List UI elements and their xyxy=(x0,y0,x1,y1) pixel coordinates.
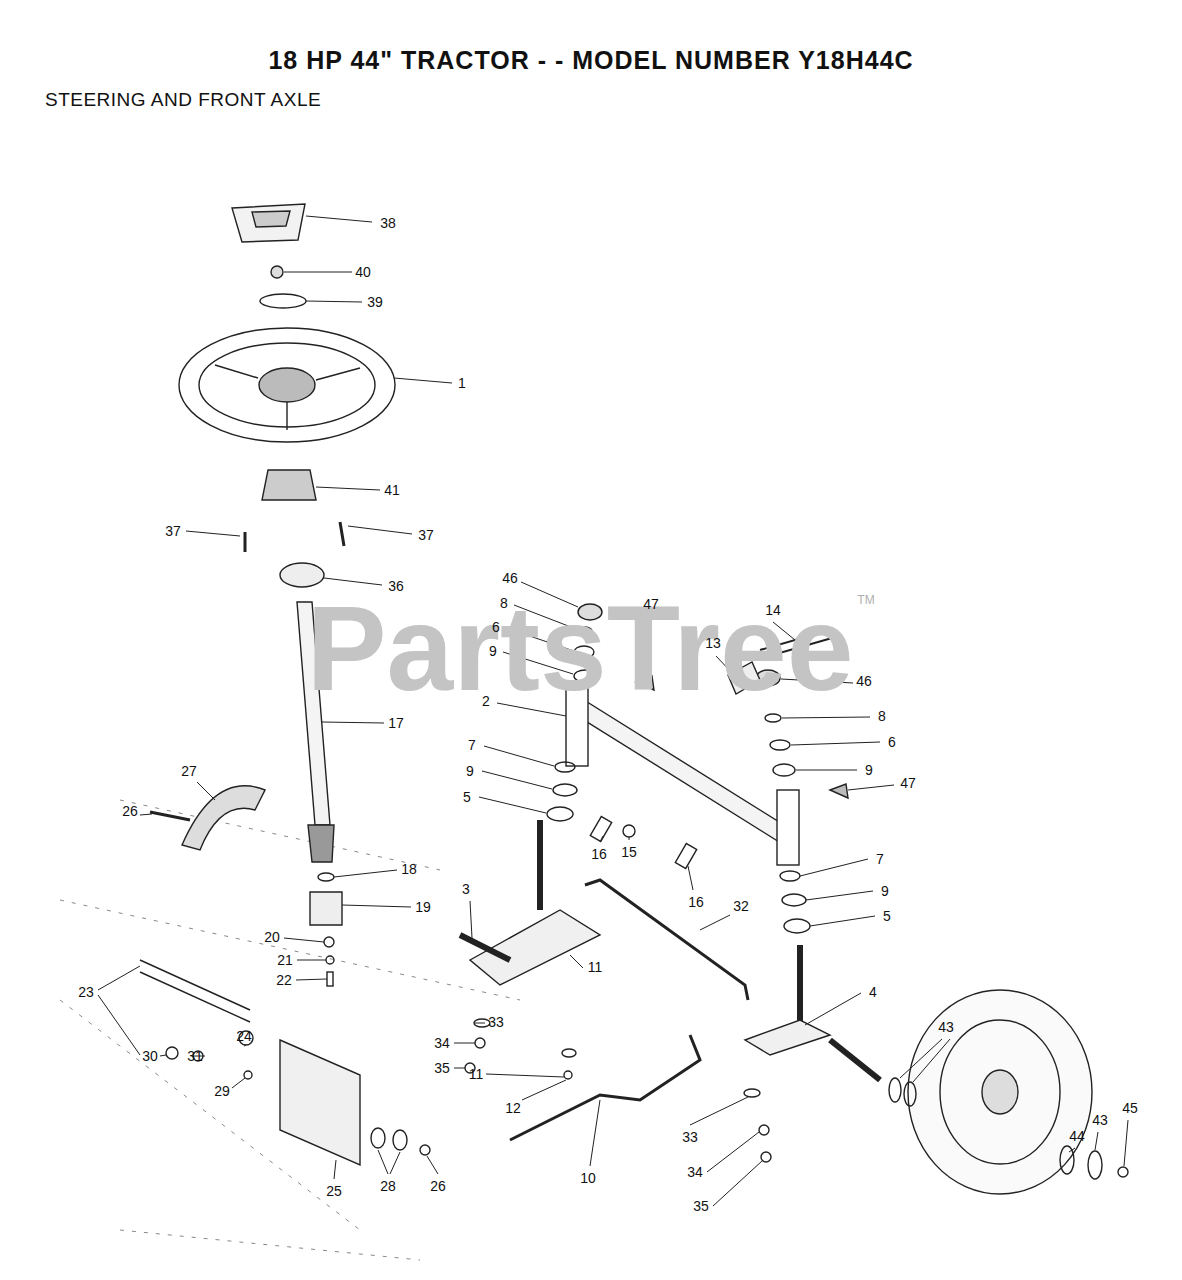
callout-number: 7 xyxy=(467,737,477,753)
nut xyxy=(420,1145,430,1155)
callout-number: 14 xyxy=(764,602,782,618)
bolts xyxy=(245,522,344,552)
front-axle xyxy=(568,690,792,850)
callout-number: 22 xyxy=(275,972,293,988)
callout-number: 29 xyxy=(213,1083,231,1099)
callout-number: 33 xyxy=(681,1129,699,1145)
plate xyxy=(280,1040,360,1165)
callout-number: 8 xyxy=(499,595,509,611)
callout-number: 9 xyxy=(864,762,874,778)
bracket xyxy=(310,892,342,925)
callout-number: 9 xyxy=(488,643,498,659)
washer xyxy=(393,1130,407,1150)
nut xyxy=(271,266,283,278)
bolt xyxy=(327,972,333,986)
callout-number: 15 xyxy=(620,844,638,860)
callout-number: 18 xyxy=(400,861,418,877)
callout-number: 9 xyxy=(465,763,475,779)
callout-number: 39 xyxy=(366,294,384,310)
shaft xyxy=(150,812,190,820)
nut xyxy=(244,1071,252,1079)
callout-number: 1 xyxy=(457,375,467,391)
washer xyxy=(318,873,334,881)
callout-number: 13 xyxy=(704,635,722,651)
callout-number: 46 xyxy=(501,570,519,586)
callout-number: 31 xyxy=(186,1048,204,1064)
cap-top xyxy=(252,211,290,227)
washer xyxy=(326,956,334,964)
illustration xyxy=(60,204,1128,1260)
callout-number: 46 xyxy=(855,673,873,689)
callout-number: 9 xyxy=(880,883,890,899)
sector-gear xyxy=(182,786,265,850)
washer xyxy=(166,1047,178,1059)
callout-number: 8 xyxy=(877,708,887,724)
callout-number: 37 xyxy=(164,523,182,539)
callout-number: 6 xyxy=(491,619,501,635)
callout-number: 43 xyxy=(937,1019,955,1035)
callout-number: 34 xyxy=(433,1035,451,1051)
callout-number: 35 xyxy=(692,1198,710,1214)
callout-number: 5 xyxy=(462,789,472,805)
washer xyxy=(260,294,306,308)
callout-number: 28 xyxy=(379,1178,397,1194)
callout-number: 47 xyxy=(642,596,660,612)
axle-boss xyxy=(777,790,799,865)
callout-number: 26 xyxy=(429,1178,447,1194)
callout-number: 30 xyxy=(141,1048,159,1064)
callout-number: 3 xyxy=(461,881,471,897)
callout-number: 16 xyxy=(590,846,608,862)
callout-number: 40 xyxy=(354,264,372,280)
callout-number: 45 xyxy=(1121,1100,1139,1116)
callout-number: 34 xyxy=(686,1164,704,1180)
callout-number: 47 xyxy=(899,775,917,791)
callout-number: 6 xyxy=(887,734,897,750)
wheel-hub xyxy=(259,368,315,402)
wheel-spokes xyxy=(215,365,360,430)
callout-number: 37 xyxy=(417,527,435,543)
cap xyxy=(232,204,305,242)
adapter xyxy=(262,470,316,500)
steering-wheel xyxy=(179,328,395,442)
callout-number: 16 xyxy=(687,894,705,910)
callout-number: 11 xyxy=(468,1066,485,1082)
callout-number: 32 xyxy=(732,898,750,914)
callout-number: 21 xyxy=(276,952,294,968)
leader-lines xyxy=(98,216,1128,1206)
washer xyxy=(324,937,334,947)
callout-number: 20 xyxy=(263,929,281,945)
bushing xyxy=(280,563,324,587)
pinion xyxy=(308,825,334,862)
callout-number: 5 xyxy=(882,908,892,924)
callout-number: 36 xyxy=(387,578,405,594)
callout-number: 17 xyxy=(387,715,405,731)
callout-number: 25 xyxy=(325,1183,343,1199)
washer xyxy=(371,1128,385,1148)
callout-number: 19 xyxy=(414,899,432,915)
drag-shaft xyxy=(140,960,250,1022)
callout-number: 23 xyxy=(77,984,95,1000)
callout-number: 33 xyxy=(487,1014,505,1030)
callout-number: 24 xyxy=(235,1028,253,1044)
callout-number: 35 xyxy=(433,1060,451,1076)
callout-number: 38 xyxy=(379,215,397,231)
watermark: TM xyxy=(857,594,874,606)
callout-number: 27 xyxy=(180,763,198,779)
callout-number: 44 xyxy=(1068,1128,1086,1144)
callout-number: 2 xyxy=(481,693,491,709)
chassis-outline xyxy=(60,800,520,1260)
callout-number: 11 xyxy=(587,959,604,975)
callout-number: 12 xyxy=(504,1100,522,1116)
page-title: 18 HP 44" TRACTOR - - MODEL NUMBER Y18H4… xyxy=(268,48,913,73)
callout-number: 4 xyxy=(868,984,878,1000)
section-heading: STEERING AND FRONT AXLE xyxy=(45,90,321,109)
callout-number: 26 xyxy=(121,803,139,819)
callout-number: 43 xyxy=(1091,1112,1109,1128)
callout-number: 7 xyxy=(875,851,885,867)
callout-number: 41 xyxy=(383,482,401,498)
callout-number: 10 xyxy=(579,1170,597,1186)
